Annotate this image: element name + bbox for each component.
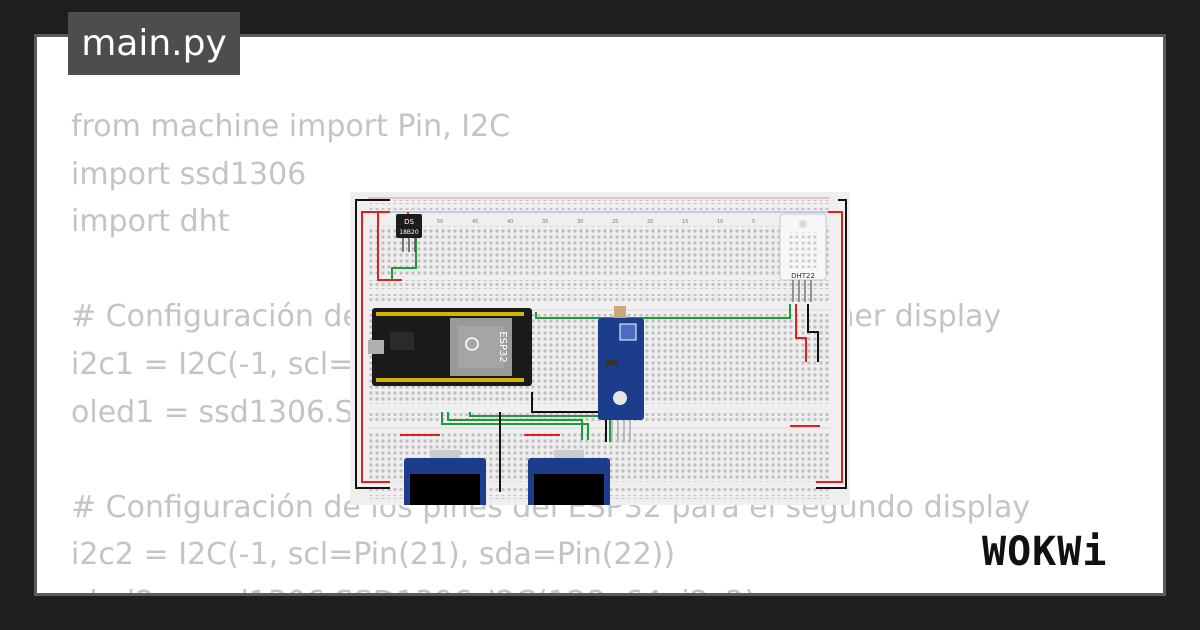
dht22-label: DHT22: [791, 272, 815, 280]
wire-red: [377, 212, 402, 281]
code-line: import ssd1306: [71, 156, 307, 192]
code-line: oled2 = ssd1306.SSD1306_I2C(128, 64, i2c…: [71, 585, 756, 593]
column-number: 45: [472, 219, 478, 225]
column-number: 20: [647, 219, 653, 225]
dht22-sensor[interactable]: DHT22: [779, 213, 827, 302]
column-number: 30: [577, 219, 583, 225]
esp32-board[interactable]: ESP32: [368, 308, 532, 386]
wire-green: [391, 238, 417, 280]
column-number: 5: [752, 219, 755, 225]
wokwi-logo: WOKWi: [978, 530, 1112, 574]
wire-green: [535, 304, 791, 319]
wire-black: [816, 199, 847, 489]
column-number: 15: [682, 219, 688, 225]
ldr-module[interactable]: [598, 306, 644, 442]
circuit-diagram: 55 50 45 40 35 30 25 20 15 10 5: [350, 192, 850, 505]
column-number: 10: [717, 219, 723, 225]
ds18b20-label-line1: DS: [404, 218, 414, 226]
wire-black: [531, 392, 607, 442]
code-line: import dht: [71, 204, 230, 240]
wire-green: [441, 412, 589, 440]
oled-display-1[interactable]: [404, 450, 486, 505]
column-number: 50: [437, 219, 443, 225]
ds18b20-sensor[interactable]: DS 18B20: [396, 214, 422, 252]
oled-display-2[interactable]: [528, 450, 610, 505]
wire-red: [361, 211, 390, 483]
wire-red: [816, 211, 843, 483]
column-number: 25: [612, 219, 618, 225]
esp32-label: ESP32: [497, 331, 508, 362]
code-line: i2c2 = I2C(-1, scl=Pin(21), sda=Pin(22)): [71, 537, 676, 573]
wire-red: [795, 304, 807, 362]
ds18b20-label-line2: 18B20: [399, 229, 419, 236]
column-number: 35: [542, 219, 548, 225]
file-tab[interactable]: main.py: [68, 12, 240, 75]
code-line: from machine import Pin, I2C: [71, 109, 511, 144]
espressif-logo-icon: [465, 337, 479, 351]
wire-green: [447, 412, 583, 440]
wire-green: [469, 412, 611, 442]
wire-black: [807, 304, 819, 362]
wire-black: [355, 199, 390, 489]
column-number: 40: [507, 219, 513, 225]
